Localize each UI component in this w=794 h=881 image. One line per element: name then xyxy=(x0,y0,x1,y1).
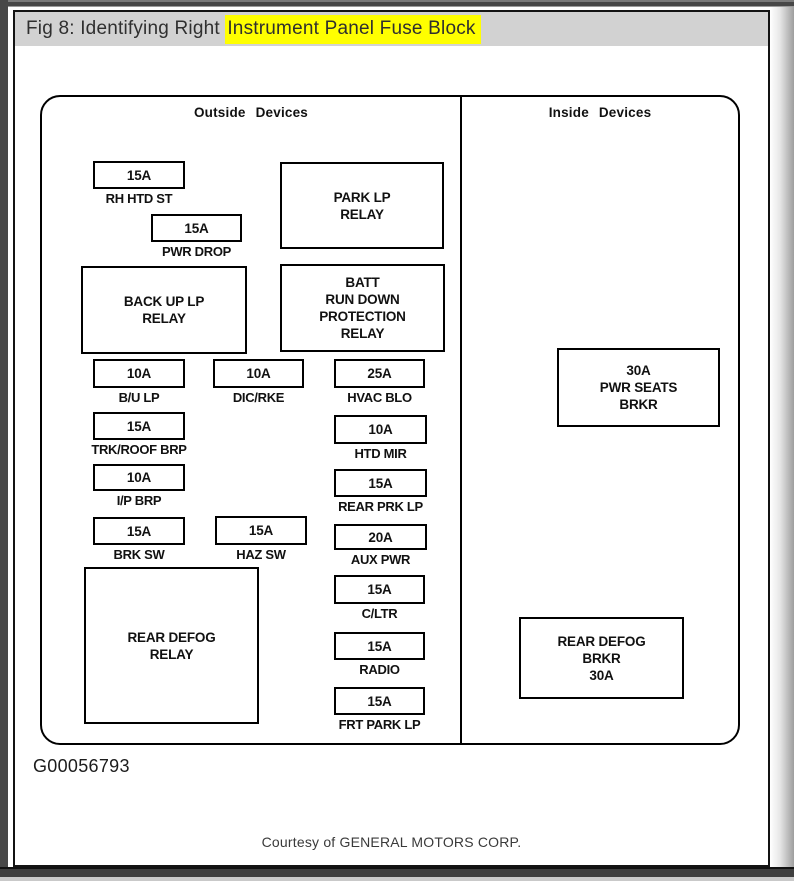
fuse-amp-rating: 10A xyxy=(126,470,152,485)
fuse-label-frt-park-lp: FRT PARK LP xyxy=(338,717,421,732)
relay-text-line: PWR SEATS xyxy=(599,380,678,395)
figure-id: G00056793 xyxy=(33,756,130,776)
relay-text-line: BRKR xyxy=(619,397,658,412)
relay-text-line: RELAY xyxy=(149,646,194,662)
fuse-box-hvac-blo: 25A xyxy=(334,359,425,388)
relay-text-line: 30A xyxy=(589,667,614,683)
fuse-label-radio: RADIO xyxy=(359,662,400,677)
fuse-label-pwr-drop: PWR DROP xyxy=(161,244,232,259)
fuse-block-diagram: Outside Devices Inside Devices 15A RH HTD… xyxy=(40,95,740,745)
document-page: Fig 8: Identifying Right Instrument Pane… xyxy=(13,10,770,867)
fuse-amp-rating: 15A xyxy=(248,523,274,538)
relay-text-line: BACK UP LP xyxy=(123,294,205,309)
relay-text-line: PARK LP xyxy=(333,189,391,205)
fuse-amp-rating: 15A xyxy=(184,220,209,236)
fuse-box-htd-mir: 10A xyxy=(334,415,427,444)
fuse-box-brk-sw: 15A xyxy=(93,517,185,545)
fuse-box-i-p-brp: 10A xyxy=(93,464,185,491)
section-title-inside-devices: Inside Devices xyxy=(548,105,652,120)
fuse-label-brk-sw: BRK SW xyxy=(113,547,165,562)
fuse-amp-rating: 15A xyxy=(368,475,393,491)
fuse-label-c-ltr: C/LTR xyxy=(361,606,398,621)
highlighted-text: Instrument Panel Fuse Block xyxy=(225,14,481,44)
relay-text-line: REAR DEFOG xyxy=(557,633,646,649)
fuse-amp-rating: 15A xyxy=(126,167,152,183)
fuse-box-frt-park-lp: 15A xyxy=(334,687,425,715)
fuse-box-pwr-drop: 15A xyxy=(151,214,242,242)
fuse-amp-rating: 15A xyxy=(367,693,392,709)
relay-text-line: BATT xyxy=(345,275,380,290)
relay-text-line: RELAY xyxy=(340,206,384,222)
fuse-amp-rating: 10A xyxy=(126,366,152,381)
fuse-amp-rating: 10A xyxy=(368,422,393,437)
fuse-box-aux-pwr: 20A xyxy=(334,524,427,550)
fuse-label-rear-prk-lp: REAR PRK LP xyxy=(338,499,423,514)
relay-box-back-up-lp-relay: BACK UP LP RELAY xyxy=(81,266,247,354)
page-right-shadow xyxy=(770,7,794,867)
fuse-amp-rating: 15A xyxy=(126,523,152,539)
section-divider-line xyxy=(460,97,462,743)
window-left-edge xyxy=(0,0,8,881)
fuse-label-rh-htd-st: RH HTD ST xyxy=(105,191,173,206)
fuse-label-hvac-blo: HVAC BLO xyxy=(347,390,412,405)
window-top-edge xyxy=(0,0,794,7)
relay-text-line: PROTECTION xyxy=(319,309,406,324)
figure-caption-bar: Fig 8: Identifying Right Instrument Pane… xyxy=(15,12,768,46)
fuse-label-haz-sw: HAZ SW xyxy=(236,547,286,562)
fuse-amp-rating: 10A xyxy=(246,366,271,381)
fuse-amp-rating: 15A xyxy=(126,418,152,434)
relay-text-line: RELAY xyxy=(142,311,186,326)
fuse-box-trk-roof-brp: 15A xyxy=(93,412,185,440)
relay-box-batt-run-down-protection-relay: BATT RUN DOWN PROTECTION RELAY xyxy=(280,264,445,352)
fuse-label-trk-roof-brp: TRK/ROOF BRP xyxy=(91,442,187,457)
fuse-box-rear-prk-lp: 15A xyxy=(334,469,427,497)
fuse-label-b-u-lp: B/U LP xyxy=(118,390,160,405)
fuse-box-rh-htd-st: 15A xyxy=(93,161,185,189)
fuse-box-radio: 15A xyxy=(334,632,425,660)
fuse-label-htd-mir: HTD MIR xyxy=(354,446,407,461)
fuse-amp-rating: 15A xyxy=(367,582,392,597)
fuse-amp-rating: 15A xyxy=(367,638,392,654)
fuse-amp-rating: 20A xyxy=(368,529,393,545)
fuse-amp-rating: 25A xyxy=(367,366,392,381)
relay-text-line: BRKR xyxy=(582,650,621,666)
figure-caption-text: Fig 8: Identifying Right xyxy=(26,18,226,39)
fuse-box-c-ltr: 15A xyxy=(334,575,425,604)
relay-text-line: REAR DEFOG xyxy=(127,629,216,645)
relay-text-line: RELAY xyxy=(340,326,385,341)
relay-box-30a-pwr-seats-brkr: 30A PWR SEATS BRKR xyxy=(557,348,720,427)
relay-text-line: RUN DOWN xyxy=(325,292,400,307)
fuse-box-b-u-lp: 10A xyxy=(93,359,185,388)
relay-text-line: 30A xyxy=(626,363,651,378)
fuse-box-dic-rke: 10A xyxy=(213,359,304,388)
fuse-box-haz-sw: 15A xyxy=(215,516,307,545)
fuse-label-dic-rke: DIC/RKE xyxy=(232,390,285,405)
courtesy-line: Courtesy of GENERAL MOTORS CORP. xyxy=(261,834,522,850)
fuse-label-i-p-brp: I/P BRP xyxy=(116,493,162,508)
section-title-outside-devices: Outside Devices xyxy=(193,105,309,120)
fuse-label-aux-pwr: AUX PWR xyxy=(350,552,411,567)
window-bottom-edge xyxy=(0,867,794,881)
